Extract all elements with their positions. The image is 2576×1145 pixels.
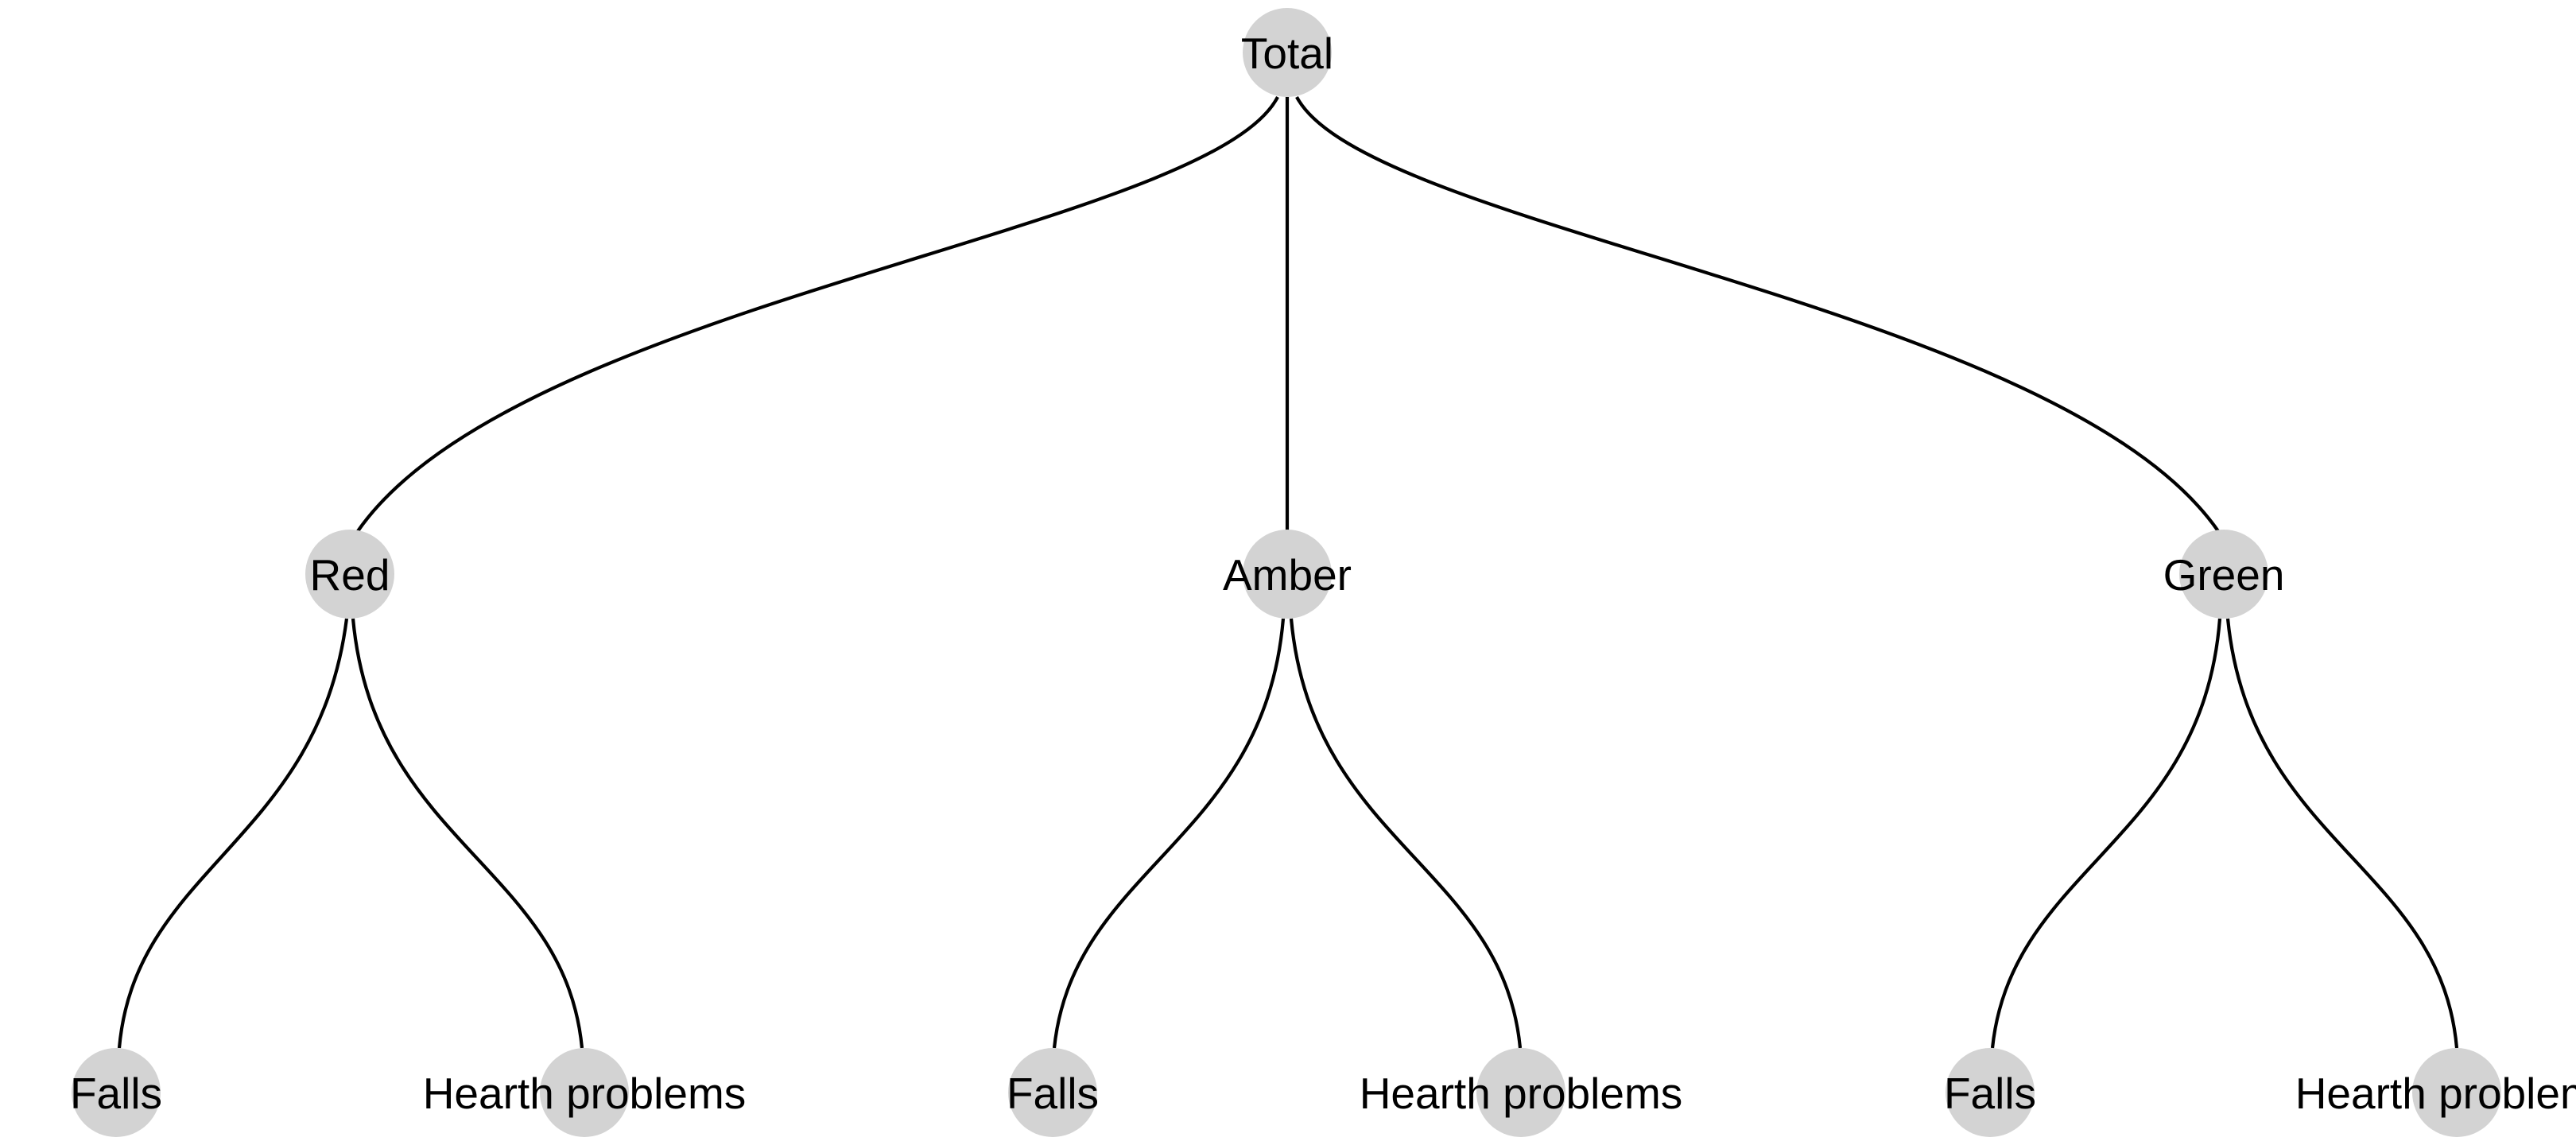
edge-amber-hearth xyxy=(1289,618,1523,1049)
nodes: Total Red Amber Green Falls Hearth probl… xyxy=(70,8,2576,1137)
edges xyxy=(117,96,2459,1049)
edge-red-hearth xyxy=(351,618,584,1049)
node-total-label: Total xyxy=(1241,29,1333,78)
node-green-label: Green xyxy=(2163,550,2285,600)
edge-total-red xyxy=(356,96,1279,533)
edge-green-hearth xyxy=(2225,618,2459,1049)
node-red-falls-circle xyxy=(72,1048,161,1137)
edge-red-falls xyxy=(117,618,349,1049)
node-red-hearth-circle xyxy=(540,1048,629,1137)
node-green: Green xyxy=(2163,530,2285,619)
node-amber-hearth: Hearth problems xyxy=(1360,1048,1683,1137)
edge-green-falls xyxy=(1990,618,2222,1049)
node-green-circle xyxy=(2179,530,2268,619)
node-amber-circle xyxy=(1243,530,1332,619)
node-green-hearth-label: Hearth problems xyxy=(2295,1069,2576,1118)
node-red-falls-label: Falls xyxy=(70,1069,162,1118)
node-green-falls-circle xyxy=(1946,1048,2035,1137)
node-amber-falls: Falls xyxy=(1007,1048,1099,1137)
node-amber-falls-circle xyxy=(1008,1048,1097,1137)
edge-total-green xyxy=(1295,96,2220,533)
node-green-hearth-circle xyxy=(2412,1048,2501,1137)
node-red-hearth-label: Hearth problems xyxy=(423,1069,747,1118)
edge-amber-falls xyxy=(1052,618,1286,1049)
node-red-label: Red xyxy=(310,550,390,600)
node-amber-falls-label: Falls xyxy=(1007,1069,1099,1118)
node-red-hearth: Hearth problems xyxy=(423,1048,747,1137)
node-green-hearth: Hearth problems xyxy=(2295,1048,2576,1137)
node-total: Total xyxy=(1241,8,1333,97)
node-red-circle xyxy=(305,530,394,619)
node-amber-hearth-label: Hearth problems xyxy=(1360,1069,1683,1118)
node-total-circle xyxy=(1243,8,1332,97)
node-green-falls-label: Falls xyxy=(1944,1069,2036,1118)
node-red-falls: Falls xyxy=(70,1048,162,1137)
node-red: Red xyxy=(305,530,394,619)
node-amber-label: Amber xyxy=(1223,550,1352,600)
node-green-falls: Falls xyxy=(1944,1048,2036,1137)
node-amber-hearth-circle xyxy=(1476,1048,1565,1137)
node-amber: Amber xyxy=(1223,530,1352,619)
